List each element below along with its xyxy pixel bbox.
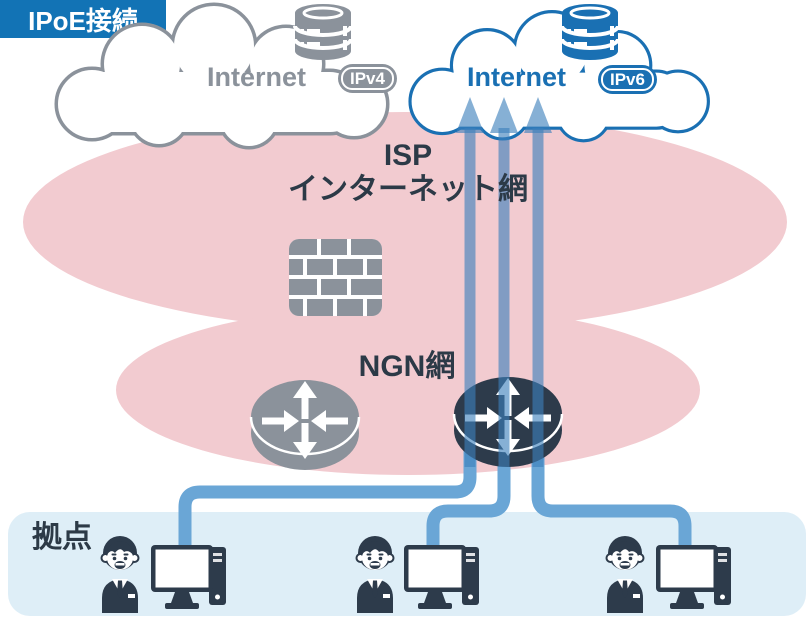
isp-label-line1: ISP — [383, 139, 433, 172]
ngn-network-ellipse — [116, 305, 700, 475]
ipv6-cloud-label: Internet — [466, 62, 566, 92]
isp-label-line2: インターネット網 — [288, 173, 528, 206]
ipv6-database-icon — [560, 2, 620, 62]
firewall-icon — [289, 239, 382, 316]
isp-network-label: ISP インターネット網 — [108, 139, 708, 207]
ngn-router-icon — [249, 378, 361, 472]
isp-network-ellipse — [23, 112, 787, 332]
ipv6-badge-label: IPv6 — [601, 68, 654, 91]
ipv6-badge: IPv6 — [598, 65, 657, 94]
ipv4-database-icon — [293, 2, 353, 62]
ipv4-cloud-label: Internet — [206, 62, 306, 92]
ipv6-uplink-arrows-icon — [456, 97, 552, 467]
ipv4-badge-label: IPv4 — [341, 67, 394, 90]
connection-lines — [178, 445, 692, 580]
site-label: 拠点 — [32, 521, 92, 554]
ngn-network-label: NGN網 — [358, 350, 456, 383]
ipv4-badge: IPv4 — [338, 64, 397, 93]
